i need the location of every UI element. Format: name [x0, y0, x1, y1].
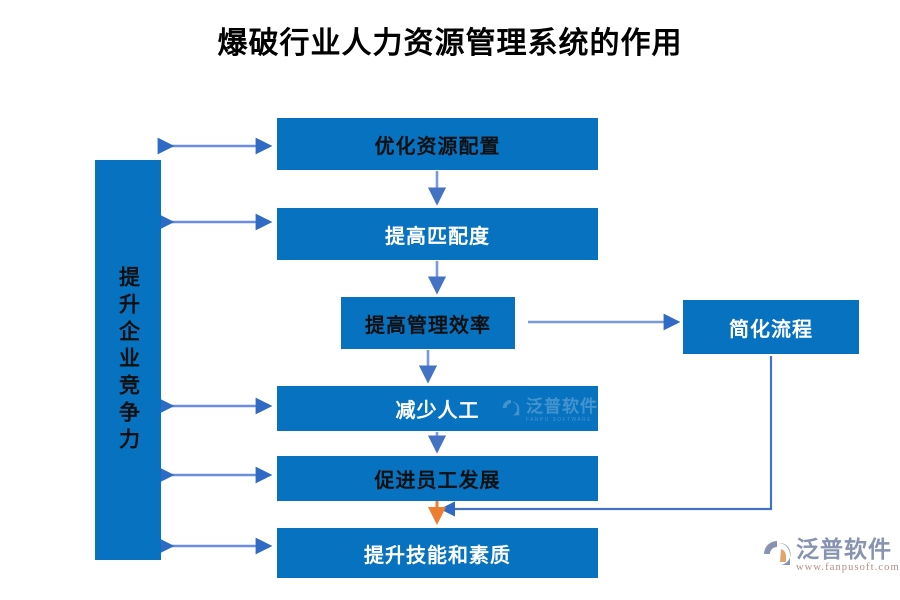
node-label: 优化资源配置	[374, 135, 501, 158]
node-reduce-manual-labor[interactable]: 减少人工	[277, 386, 598, 431]
node-label: 提高匹配度	[385, 225, 490, 248]
node-label: 提高管理效率	[365, 314, 491, 337]
node-improve-skills-and-quality[interactable]: 提升技能和素质	[277, 528, 598, 578]
brand-name: 泛普软件	[796, 536, 892, 562]
pillar-node-competitiveness[interactable]: 提升企业竞争力	[95, 160, 161, 560]
node-label: 促进员工发展	[374, 470, 501, 492]
brand-logo: 泛普软件 www.fanpusoft.com	[762, 537, 900, 573]
node-label: 简化流程	[729, 318, 813, 341]
brand-url: www.fanpusoft.com	[796, 562, 900, 574]
node-optimize-resource-allocation[interactable]: 优化资源配置	[277, 118, 598, 170]
node-label: 提升技能和素质	[364, 544, 511, 567]
node-label: 减少人工	[395, 400, 480, 422]
node-promote-employee-development[interactable]: 促进员工发展	[277, 456, 598, 501]
page-title: 爆破行业人力资源管理系统的作用	[217, 27, 683, 60]
node-improve-matching[interactable]: 提高匹配度	[277, 208, 598, 260]
pillar-label: 提升企业竞争力	[116, 265, 140, 455]
connector-node7-node6	[439, 356, 773, 517]
node-simplify-process[interactable]: 简化流程	[683, 300, 859, 354]
node-improve-management-efficiency[interactable]: 提高管理效率	[341, 297, 515, 349]
fanpu-brand-icon	[762, 538, 792, 568]
